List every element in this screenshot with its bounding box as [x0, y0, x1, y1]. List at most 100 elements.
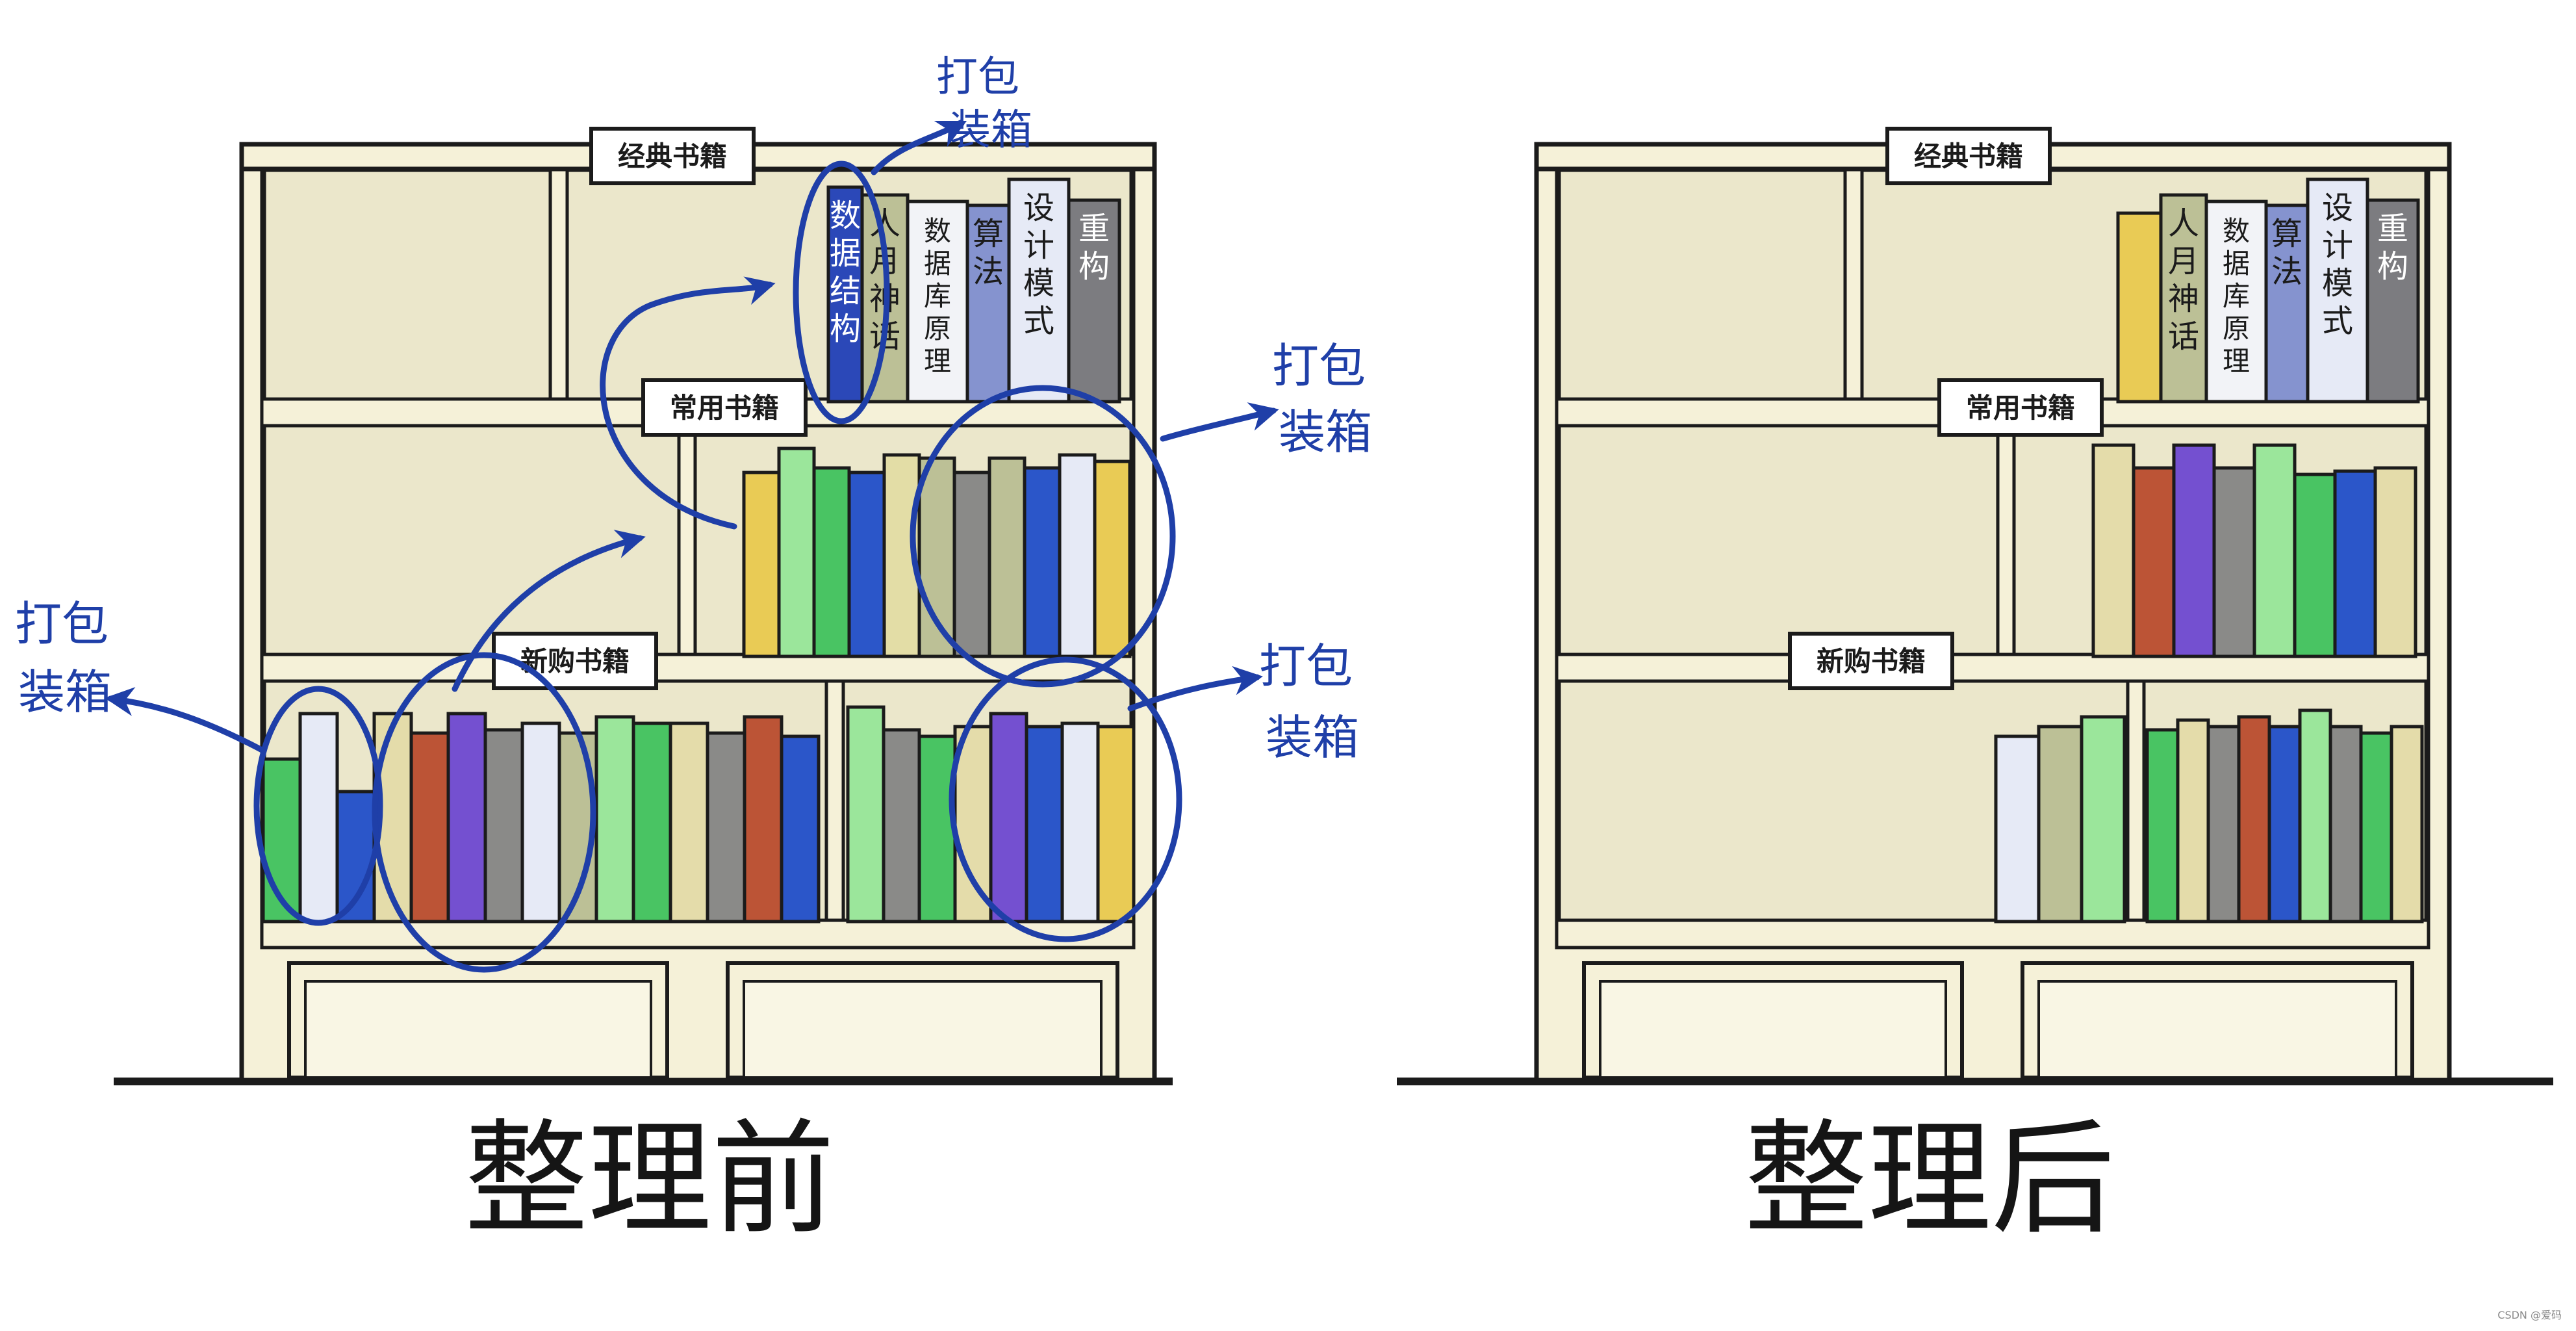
compartment-top-left — [264, 170, 550, 399]
book-spine — [814, 468, 849, 656]
book-title-char: 数 — [2223, 215, 2250, 247]
pack-label-common: 打包 装箱 — [1272, 339, 1372, 459]
book-title-char: 设 — [2322, 190, 2353, 226]
book-title-char: 设 — [1023, 190, 1054, 226]
svg-text:装箱: 装箱 — [949, 107, 1032, 155]
book-title-char: 法 — [2271, 253, 2302, 290]
book-title-char: 结 — [830, 273, 861, 309]
book-title-char: 算 — [2271, 216, 2302, 252]
svg-text:常用书籍: 常用书籍 — [670, 392, 779, 424]
book-spine — [2214, 468, 2254, 656]
book-spine — [2375, 468, 2416, 656]
book-title-char: 模 — [1023, 265, 1054, 302]
book-spine — [300, 714, 337, 922]
book-spine — [2174, 445, 2214, 656]
book-title-char: 重 — [2377, 211, 2408, 247]
book-title-char: 构 — [2377, 248, 2408, 285]
book-spine — [744, 472, 779, 656]
book-spine — [991, 714, 1027, 922]
caption-after: 整理后 — [1744, 1107, 2115, 1251]
book-title-char: 数 — [830, 198, 861, 234]
book-spine — [2254, 445, 2295, 656]
book-spine — [989, 458, 1025, 656]
credit-watermark: CSDN @爱码 — [2497, 1306, 2562, 1322]
book-spine — [708, 733, 745, 922]
svg-text:经典书籍: 经典书籍 — [1914, 140, 2023, 172]
book-spine — [2134, 468, 2174, 656]
book-title-char: 法 — [973, 253, 1004, 290]
before-new-books-right — [848, 707, 1134, 922]
pack-label-left: 打包 装箱 — [15, 597, 112, 719]
after-new-books-right — [2147, 710, 2422, 922]
book-title-char: 理 — [2223, 345, 2250, 377]
caption-before: 整理前 — [465, 1107, 835, 1251]
book-spine — [1098, 727, 1134, 922]
book-title-char: 重 — [1078, 211, 1110, 247]
svg-text:打包: 打包 — [15, 597, 108, 651]
book-spine — [919, 736, 955, 922]
book-spine — [2118, 213, 2161, 402]
label-classic: 经典书籍 — [1887, 129, 2050, 183]
book-spine — [411, 733, 448, 922]
svg-text:装箱: 装箱 — [18, 665, 112, 719]
book-spine — [2391, 727, 2422, 922]
book-spine — [596, 717, 633, 922]
book-spine — [2269, 727, 2300, 922]
book-spine — [2330, 727, 2361, 922]
book-title-char: 据 — [830, 235, 861, 272]
book-title-char: 神 — [2168, 281, 2199, 317]
book-title-char: 计 — [2322, 227, 2353, 264]
shelf-board-3 — [262, 920, 1134, 948]
book-spine — [1095, 461, 1130, 656]
svg-text:经典书籍: 经典书籍 — [618, 140, 727, 172]
book-spine — [670, 723, 708, 922]
book-title-char: 构 — [830, 311, 861, 347]
book-title-char: 据 — [924, 248, 951, 279]
book-title-char: 式 — [2322, 303, 2353, 339]
book-spine — [633, 723, 670, 922]
svg-text:打包: 打包 — [936, 53, 1019, 101]
book-spine — [848, 707, 884, 922]
compartment-mid-left — [1559, 426, 1998, 654]
book-spine — [1060, 455, 1095, 656]
book-spine — [884, 730, 919, 922]
label-common: 常用书籍 — [1939, 380, 2102, 435]
book-spine — [448, 714, 485, 922]
book-spine — [2093, 445, 2134, 656]
book-title-char: 构 — [1078, 248, 1110, 285]
book-title-char: 计 — [1023, 227, 1054, 264]
book-title-char: 数 — [924, 215, 951, 247]
book-title-char: 月 — [2168, 243, 2199, 279]
book-spine — [954, 472, 989, 656]
book-title-char: 据 — [2223, 248, 2250, 279]
svg-text:打包: 打包 — [1272, 339, 1366, 393]
book-spine — [1062, 723, 1098, 922]
book-spine — [2295, 474, 2335, 656]
book-spine — [2039, 727, 2082, 922]
book-spine — [2300, 710, 2330, 922]
before-classic-books: 数据结构人月神话数据库原理算法设计模式重构 — [828, 179, 1119, 402]
book-title-char: 算 — [973, 216, 1004, 252]
book-title-char: 话 — [2168, 318, 2199, 355]
book-spine — [1996, 736, 2039, 922]
book-spine — [782, 736, 819, 922]
book-spine — [779, 448, 814, 656]
svg-text:打包: 打包 — [1259, 639, 1353, 693]
svg-text:装箱: 装箱 — [1266, 710, 1359, 765]
svg-text:常用书籍: 常用书籍 — [1966, 392, 2075, 424]
after-new-books-left — [1996, 717, 2124, 922]
svg-text:装箱: 装箱 — [1279, 405, 1372, 459]
book-spine — [2208, 727, 2239, 922]
label-common: 常用书籍 — [643, 380, 806, 435]
book-spine — [1025, 468, 1060, 656]
arrow-pack-common — [1163, 411, 1273, 439]
after-common-books — [2093, 445, 2416, 656]
book-spine — [2361, 733, 2391, 922]
compartment-mid-left — [264, 426, 679, 654]
pack-label-right: 打包 装箱 — [1259, 639, 1359, 765]
book-spine — [2147, 730, 2178, 922]
pack-label-classic: 打包 装箱 — [936, 53, 1032, 155]
book-spine — [745, 717, 782, 922]
